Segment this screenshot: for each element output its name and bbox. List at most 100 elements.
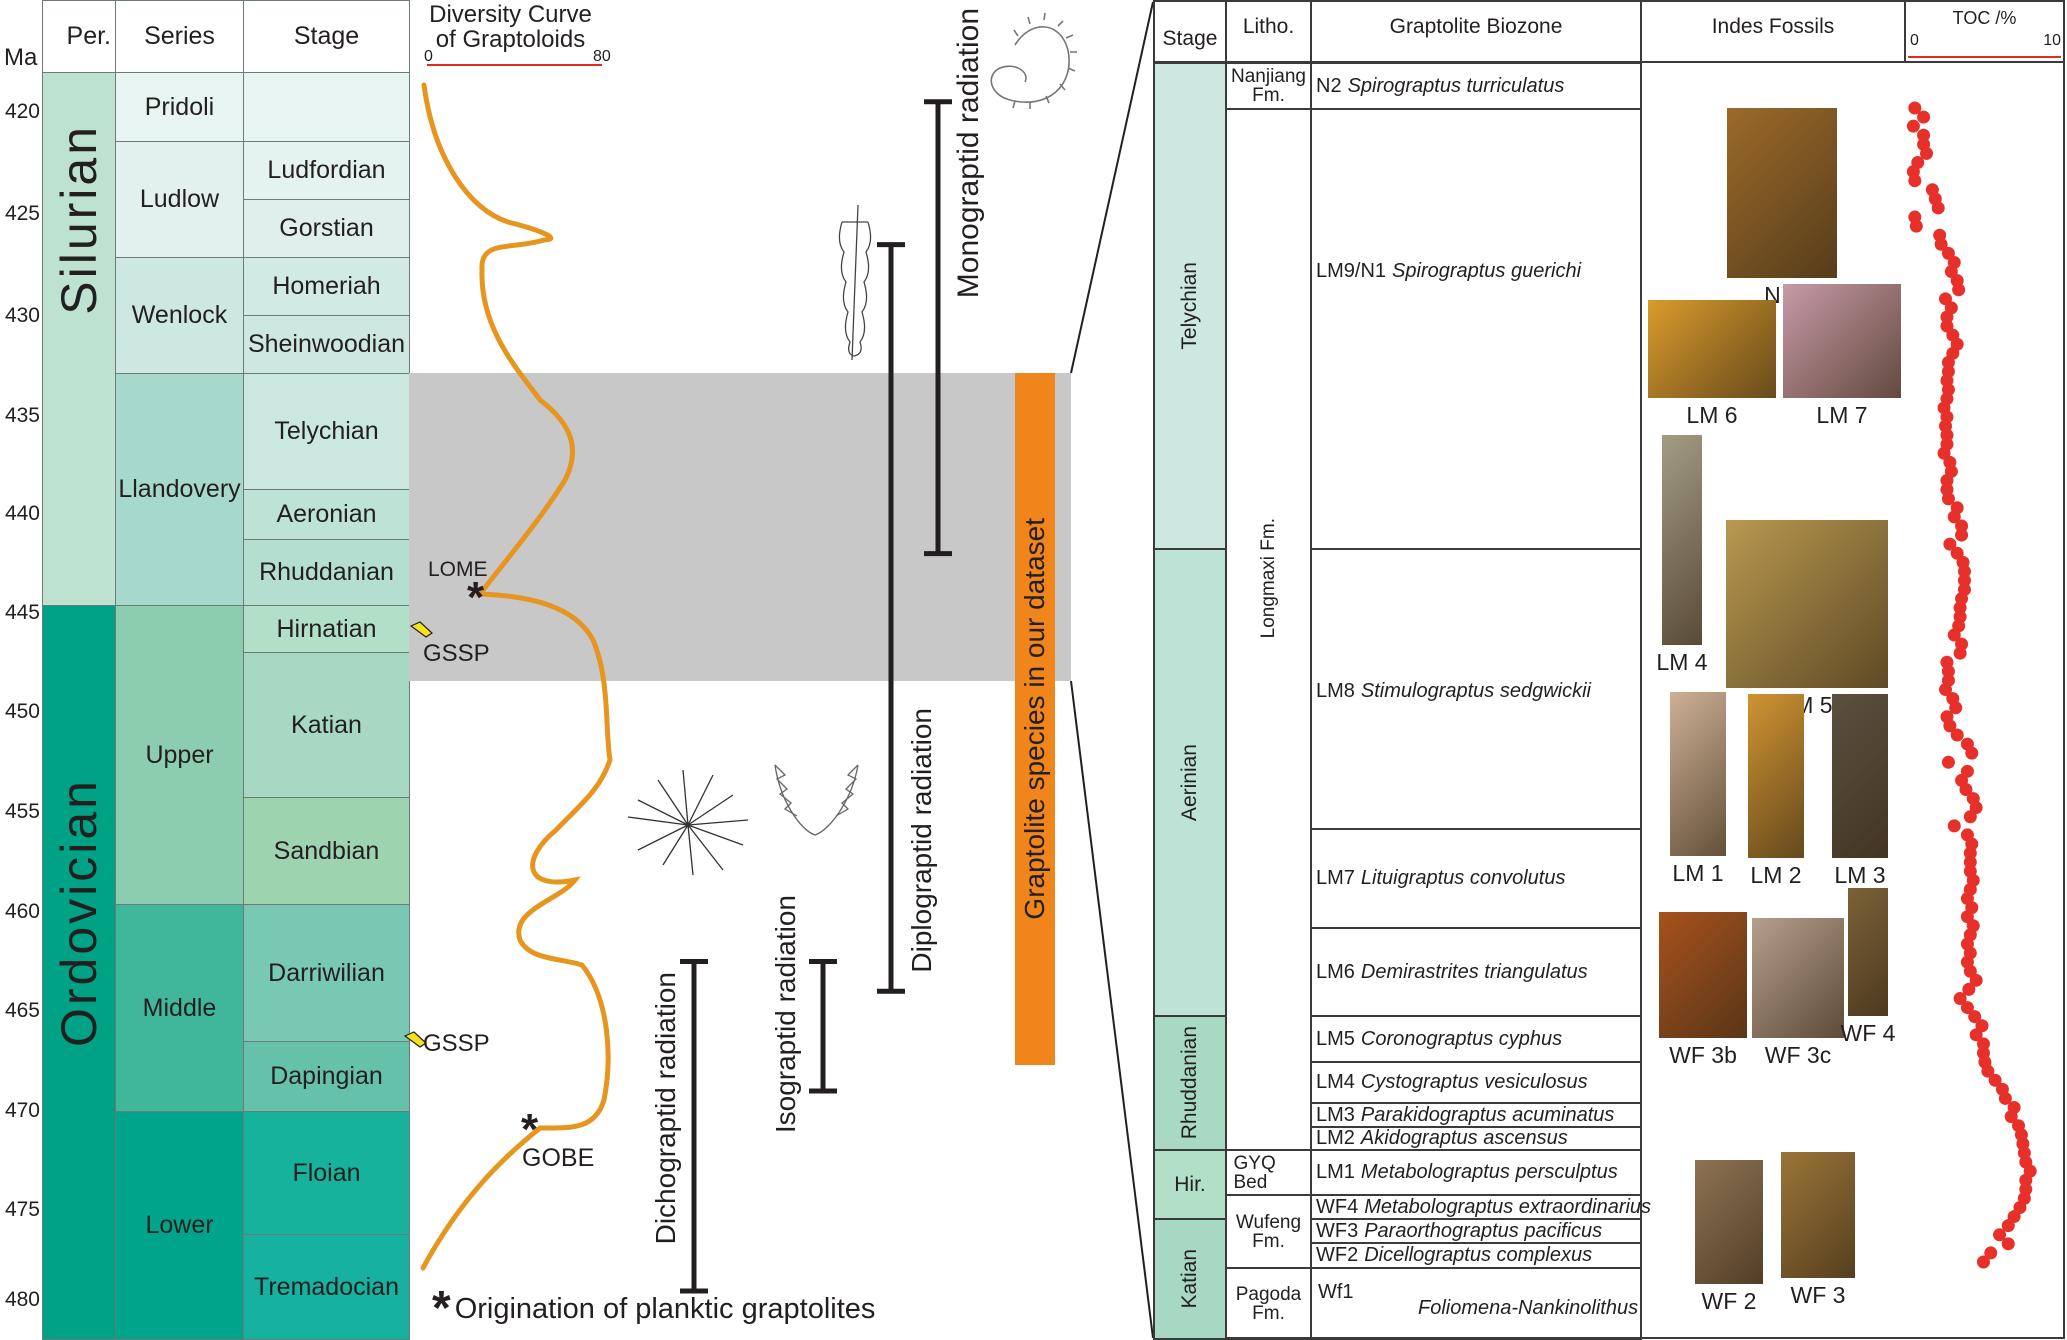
toc-point — [1940, 474, 1954, 488]
toc-point — [1920, 146, 1934, 160]
toc-point — [1968, 1010, 1982, 1024]
stage-cell: Darriwilian — [243, 904, 410, 1042]
litho-label: Nanjiang Fm. — [1231, 66, 1306, 106]
stage-cell: Sandbian — [243, 797, 410, 905]
biozone-code: LM2 — [1316, 1127, 1355, 1149]
stage-cell: Sheinwoodian — [243, 315, 410, 374]
fossil-label: WF 3 — [1790, 1282, 1846, 1308]
series-cell: Upper — [115, 605, 244, 905]
right-stage-label: Hir. — [1174, 1172, 1206, 1196]
biozone-code: N2 — [1316, 74, 1342, 97]
toc-point — [1976, 1255, 1990, 1269]
toc-point — [1959, 782, 1973, 796]
toc-point — [1934, 237, 1948, 251]
toc-point — [2001, 1219, 2015, 1233]
toc-point — [1955, 519, 1969, 533]
toc-point — [1931, 201, 1945, 215]
toc-point — [1984, 1246, 1998, 1260]
toc-point — [1906, 119, 1920, 133]
toc-point — [1940, 428, 1954, 442]
litho-cell: Pagoda Fm. — [1225, 1267, 1312, 1340]
toc-point — [1963, 855, 1977, 869]
stage-cell — [243, 72, 410, 142]
fossil-image — [1727, 108, 1837, 278]
connector-top — [1070, 1, 1154, 374]
toc-point — [1917, 128, 1931, 142]
diversity-title-line2: of Graptoloids — [435, 26, 586, 54]
biozone-taxon: Stimulograptus sedgwickii — [1360, 680, 1592, 702]
fossil-image — [1662, 435, 1702, 645]
biozone-code: LM6 — [1316, 960, 1355, 983]
lome-label: LOME — [428, 558, 488, 581]
toc-point — [1943, 537, 1957, 551]
toc-point — [1957, 564, 1971, 578]
header-toc: TOC /% 0 10 — [1904, 0, 2065, 63]
toc-point — [1941, 664, 1955, 678]
toc-point — [1953, 646, 1967, 660]
highlight-band — [409, 373, 1071, 681]
toc-point — [1947, 819, 1961, 833]
fossil-image — [1848, 888, 1888, 1016]
toc-point — [1943, 719, 1957, 733]
toc-point — [1962, 982, 1976, 996]
toc-point — [2019, 1173, 2033, 1187]
legend-text: Origination of planktic graptolites — [454, 1292, 876, 1325]
stage-cell: Floian — [243, 1111, 410, 1235]
gssp-label-hirnantian: GSSP — [423, 640, 490, 667]
toc-point — [1950, 728, 1964, 742]
dataset-bar: Graptolite species in our dataset — [1015, 373, 1055, 1065]
period-cell: Ordovician — [42, 605, 116, 1340]
toc-point — [1963, 810, 1977, 824]
fossil-image — [1695, 1160, 1763, 1284]
toc-point — [1941, 755, 1955, 769]
toc-point — [1965, 746, 1979, 760]
radiation-range-bar — [809, 959, 837, 1094]
litho-label: GYQ Bed — [1233, 1152, 1276, 1193]
fossil-image — [1781, 1152, 1855, 1278]
toc-point — [1957, 574, 1971, 588]
monograptid-spiral-icon — [990, 12, 1077, 109]
dichograptid-colony-icon — [627, 769, 749, 876]
biozone-code: LM8 — [1316, 680, 1355, 702]
litho-label: Pagoda Fm. — [1235, 1283, 1302, 1324]
gobe-asterisk-icon: * — [521, 1105, 539, 1154]
isograptid-colony-icon — [774, 764, 859, 836]
radiation-range-bar — [877, 242, 905, 994]
biozone-code: LM4 — [1316, 1071, 1355, 1093]
fossil-label: LM 1 — [1672, 860, 1724, 886]
toc-point — [1908, 174, 1922, 188]
toc-point — [1908, 101, 1922, 115]
toc-point — [1939, 683, 1952, 697]
series-cell: Lower — [115, 1111, 244, 1340]
stage-cell: Gorstian — [243, 199, 410, 258]
period-cell: Silurian — [42, 72, 116, 606]
radiation-range-bar — [680, 959, 708, 1294]
toc-point — [1941, 492, 1955, 506]
toc-point — [1981, 1064, 1995, 1078]
stage-cell: Dapingian — [243, 1041, 410, 1112]
fossil-image — [1752, 918, 1844, 1038]
fossil-image — [1726, 520, 1888, 688]
toc-point — [1947, 628, 1961, 642]
series-cell: Ludlow — [115, 141, 244, 258]
series-cell: Wenlock — [115, 257, 244, 374]
fossil-label: LM 6 — [1686, 402, 1738, 428]
biozone-taxon: Paraorthograptus pacificus — [1364, 1219, 1603, 1242]
fossil-image — [1659, 912, 1747, 1038]
toc-title: TOC /% — [1952, 8, 2017, 28]
fossil-image — [1783, 284, 1901, 398]
right-stage-cell: Rhuddanian — [1153, 1015, 1227, 1151]
fossil-label: WF 2 — [1701, 1288, 1757, 1314]
fossil-image — [1832, 694, 1888, 858]
gssp-label-darriwilian: GSSP — [423, 1030, 490, 1057]
fossil-label: WF 4 — [1840, 1020, 1896, 1046]
toc-point — [2001, 1237, 2015, 1251]
stage-cell: Tremadocian — [243, 1234, 410, 1340]
toc-point — [1940, 310, 1954, 324]
